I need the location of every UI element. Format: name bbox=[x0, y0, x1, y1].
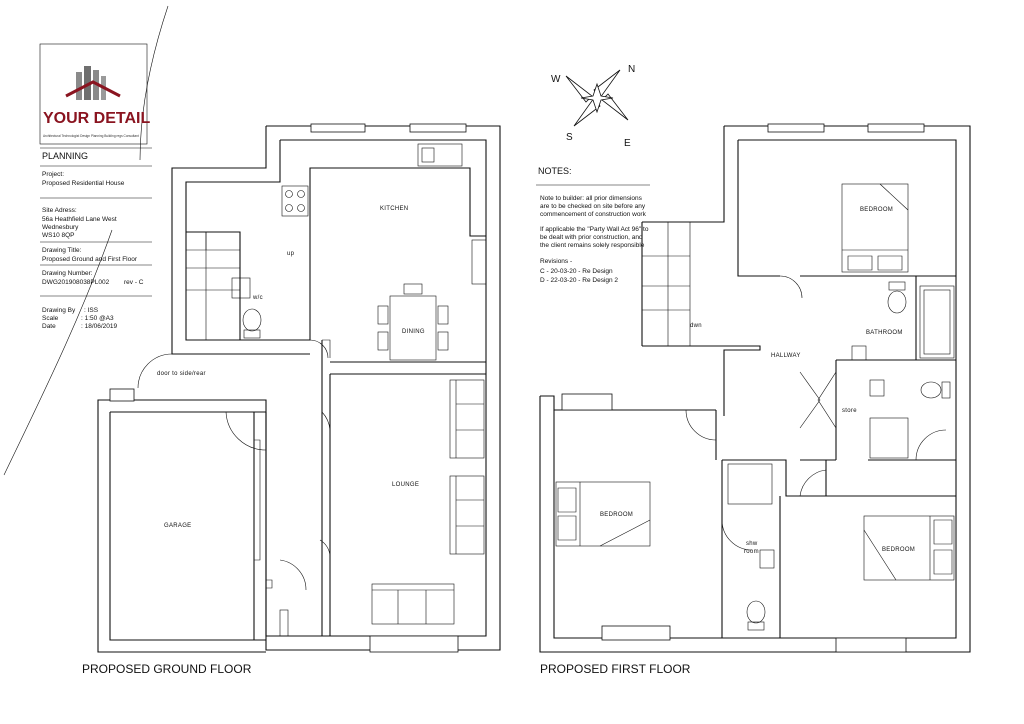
window bbox=[369, 635, 459, 653]
bath bbox=[919, 285, 955, 359]
note1-line2: are to be checked on site before any bbox=[540, 203, 646, 210]
first-floor-caption: PROPOSED FIRST FLOOR bbox=[540, 662, 691, 676]
ground-floor-plan: KITCHEN DINING LOUNGE GARAGE w/c up door… bbox=[82, 123, 501, 676]
site-line2: Wednesbury bbox=[42, 224, 79, 231]
project-label: Project: bbox=[42, 171, 64, 178]
company-logo: YOUR DETAIL Architectural Technologist D… bbox=[43, 66, 150, 138]
room-store: store bbox=[842, 408, 857, 414]
logo-tagline: Architectural Technologist Design Planni… bbox=[43, 134, 139, 138]
room-lounge: LOUNGE bbox=[392, 482, 419, 488]
double-bed bbox=[841, 183, 909, 273]
window bbox=[601, 625, 671, 641]
compass-rose: N W S E bbox=[551, 64, 635, 149]
room-shower-line1: shw bbox=[746, 541, 758, 547]
room-bedroom-left: BEDROOM bbox=[600, 512, 633, 518]
sofa bbox=[449, 475, 485, 555]
note2-line1: If applicable the "Party Wall Act 96" to bbox=[540, 226, 649, 233]
sofa bbox=[449, 379, 485, 459]
room-kitchen: KITCHEN bbox=[380, 206, 408, 212]
hob bbox=[281, 185, 309, 217]
shower-tray bbox=[869, 417, 909, 459]
room-dining: DINING bbox=[402, 329, 425, 335]
drawn-by-label: Drawing By bbox=[42, 307, 76, 314]
drawn-by-value: : ISS bbox=[84, 307, 99, 314]
notes-heading: NOTES: bbox=[538, 166, 572, 176]
room-shower-line2: room bbox=[744, 549, 759, 555]
note1-line1: Note to builder: all prior dimensions bbox=[540, 195, 643, 202]
shower-tray bbox=[727, 463, 773, 505]
revision-d: D - 22-03-20 - Re Design 2 bbox=[540, 277, 618, 284]
drawing-title-label: Drawing Title: bbox=[42, 247, 82, 254]
logo-text: YOUR DETAIL bbox=[43, 110, 150, 127]
revisions-heading: Revisions - bbox=[540, 258, 572, 265]
compass-n: N bbox=[628, 64, 635, 75]
drawing-title-value: Proposed Ground and First Floor bbox=[42, 256, 138, 263]
dining-table bbox=[389, 295, 437, 361]
window bbox=[109, 388, 135, 402]
window bbox=[867, 123, 925, 133]
note2-line3: the client remains solely responsible bbox=[540, 242, 645, 249]
room-hallway: HALLWAY bbox=[771, 353, 801, 359]
note2-line2: be dealt with prior construction, and bbox=[540, 234, 643, 241]
planning-stage: PLANNING bbox=[42, 151, 88, 161]
window bbox=[409, 123, 467, 133]
scale-label: Scale bbox=[42, 315, 59, 322]
window bbox=[835, 637, 907, 653]
project-value: Proposed Residential House bbox=[42, 180, 125, 187]
room-bathroom: BATHROOM bbox=[866, 330, 903, 336]
revision-value: rev - C bbox=[124, 279, 144, 286]
site-line1: 56a Heathfield Lane West bbox=[42, 216, 117, 223]
window bbox=[561, 393, 613, 411]
revision-c: C - 20-03-20 - Re Design bbox=[540, 268, 613, 275]
stair-up-label: up bbox=[287, 251, 295, 257]
sheet-border-arc-top bbox=[139, 5, 169, 161]
double-bed bbox=[555, 481, 651, 547]
toilet bbox=[746, 600, 766, 624]
room-bedroom-right: BEDROOM bbox=[882, 547, 915, 553]
toilet bbox=[242, 308, 262, 332]
site-label: Site Adress: bbox=[42, 207, 77, 214]
date-label: Date bbox=[42, 323, 56, 330]
date-value: : 18/06/2019 bbox=[81, 323, 118, 330]
toilet bbox=[920, 381, 942, 399]
logo-box bbox=[39, 43, 148, 145]
window bbox=[767, 123, 825, 133]
sofa bbox=[371, 583, 455, 625]
double-bed bbox=[863, 515, 955, 581]
compass-s: S bbox=[566, 132, 573, 143]
first-floor-plan: BEDROOM BATHROOM HALLWAY store dwn BEDRO… bbox=[539, 123, 971, 676]
door-side-rear-label: door to side/rear bbox=[157, 371, 206, 377]
drawing-number-label: Drawing Number: bbox=[42, 270, 93, 277]
toilet bbox=[887, 290, 907, 314]
notes-block: NOTES: Note to builder: all prior dimens… bbox=[536, 166, 650, 284]
compass-e: E bbox=[624, 138, 631, 149]
site-line3: WS10 8QP bbox=[42, 232, 75, 239]
room-garage: GARAGE bbox=[164, 523, 191, 529]
ground-floor-caption: PROPOSED GROUND FLOOR bbox=[82, 662, 252, 676]
room-bedroom-top: BEDROOM bbox=[860, 207, 893, 213]
note1-line3: commencement of construction work bbox=[540, 211, 647, 218]
sheet-border-arc-left bbox=[3, 229, 113, 476]
title-block: YOUR DETAIL Architectural Technologist D… bbox=[39, 43, 152, 330]
compass-w: W bbox=[551, 74, 561, 85]
window bbox=[310, 123, 366, 133]
room-wc: w/c bbox=[252, 295, 263, 301]
drawing-number-value: DWG201908038PL002 bbox=[42, 279, 110, 286]
stair-down-label: dwn bbox=[690, 323, 702, 329]
scale-value: : 1:50 @A3 bbox=[81, 315, 114, 322]
